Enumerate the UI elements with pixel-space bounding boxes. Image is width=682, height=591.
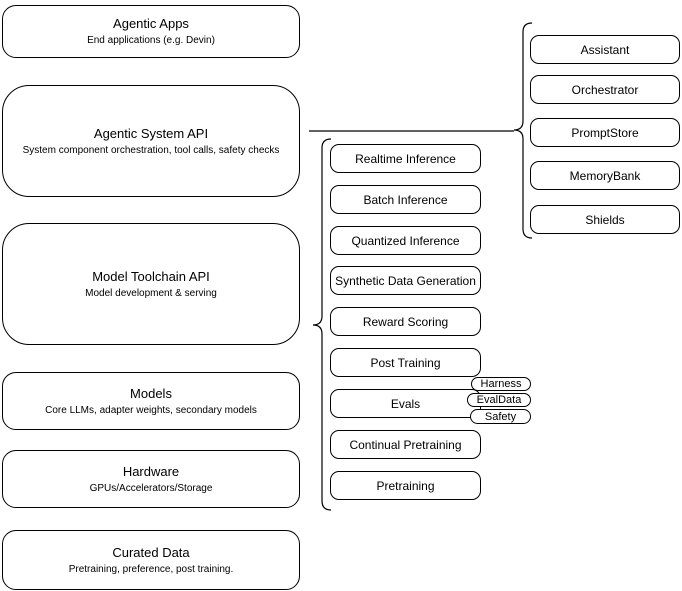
node-memorybank: MemoryBank [530,161,680,190]
node-subtitle: End applications (e.g. Devin) [87,35,215,46]
node-title: Curated Data [112,544,190,560]
node-subtitle: Model development & serving [85,287,217,299]
node-title: Agentic Apps [113,16,189,31]
node-model-toolchain-api: Model Toolchain API Model development & … [2,223,300,345]
node-realtime-inference: Realtime Inference [330,144,481,173]
node-subtitle: Pretraining, preference, post training. [68,563,234,575]
system-components-brace [513,22,533,239]
eval-tag-safety: Safety [470,409,531,424]
node-assistant: Assistant [530,35,680,64]
node-batch-inference: Batch Inference [330,185,481,214]
node-reward-scoring: Reward Scoring [330,307,481,336]
node-title: Agentic System API [93,125,209,141]
node-subtitle: GPUs/Accelerators/Storage [89,482,213,494]
node-title: Models [130,385,172,401]
node-subtitle: Core LLMs, adapter weights, secondary mo… [45,404,257,416]
node-models: Models Core LLMs, adapter weights, secon… [2,372,300,430]
node-curated-data: Curated Data Pretraining, preference, po… [2,530,300,590]
node-synthetic-data-generation: Synthetic Data Generation [330,266,481,295]
node-hardware: Hardware GPUs/Accelerators/Storage [2,450,300,508]
node-promptstore: PromptStore [530,118,680,147]
eval-tag-evaldata: EvalData [467,393,531,407]
node-evals: Evals [330,389,481,418]
node-title: Model Toolchain API [92,268,210,284]
node-post-training: Post Training [330,348,481,377]
eval-tag-harness: Harness [471,377,531,391]
node-orchestrator: Orchestrator [530,75,680,104]
node-pretraining: Pretraining [330,471,481,500]
node-quantized-inference: Quantized Inference [330,226,481,255]
node-agentic-system-api: Agentic System API System component orch… [2,85,300,197]
node-title: Hardware [122,463,180,479]
node-continual-pretraining: Continual Pretraining [330,430,481,459]
toolchain-brace [312,138,332,511]
node-subtitle: System component orchestration, tool cal… [22,144,280,156]
node-agentic-apps: Agentic Apps End applications (e.g. Devi… [2,5,300,58]
node-shields: Shields [530,205,680,234]
